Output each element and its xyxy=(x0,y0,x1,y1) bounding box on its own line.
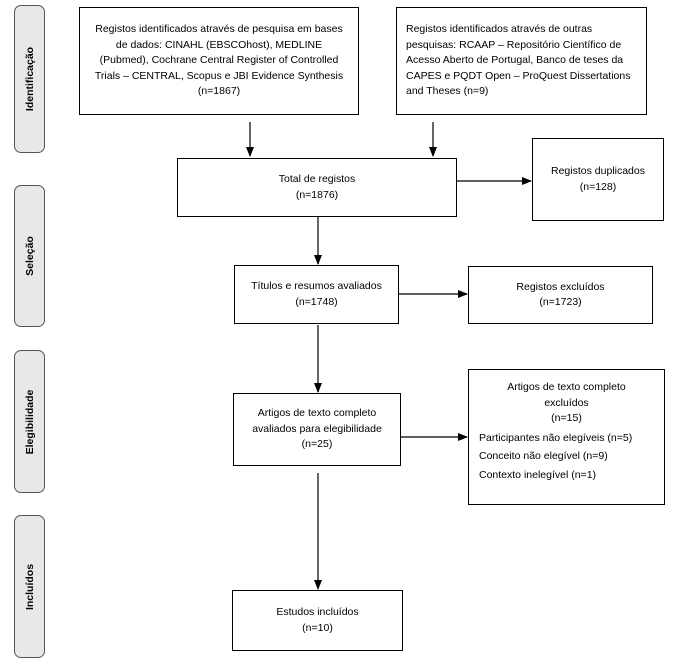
exclusion-reason: Contexto inelegível (n=1) xyxy=(479,468,597,481)
duplicates-box: Registos duplicados (n=128) xyxy=(532,138,664,221)
stage-included: Incluídos xyxy=(14,515,45,658)
excluded-box: Registos excluídos (n=1723) xyxy=(468,266,653,324)
stage-eligibility: Elegibilidade xyxy=(14,350,45,493)
databases-line-3: (Pubmed), Cochrane Central Register of C… xyxy=(99,54,339,67)
screened-title: Títulos e resumos avaliados xyxy=(251,280,382,292)
exclusion-reason: Conceito não elegível (n=9) xyxy=(479,450,608,462)
exclusion-reason: Participantes não elegíveis (n=5) xyxy=(479,431,633,444)
fulltext-title-1: Artigos de texto completo xyxy=(257,407,377,420)
fulltext-excluded-title-2: excluídos xyxy=(544,396,589,409)
total-box: Total de registos (n=1876) xyxy=(177,158,457,217)
other-sources-box: Registos identificados através de outras… xyxy=(396,7,647,115)
databases-line-2: de dados: CINAHL (EBSCOhost), MEDLINE xyxy=(115,38,323,51)
fulltext-excluded-box: Artigos de texto completo excluídos (n=1… xyxy=(468,369,665,505)
fulltext-count: (n=25) xyxy=(301,438,333,451)
stage-identification: Identificação xyxy=(14,5,45,153)
fulltext-title-2: avaliados para elegibilidade xyxy=(252,422,382,435)
duplicates-title: Registos duplicados xyxy=(551,165,645,177)
included-box: Estudos incluídos (n=10) xyxy=(232,590,403,651)
databases-count: (n=1867) xyxy=(197,85,241,98)
included-count: (n=10) xyxy=(302,621,333,634)
fulltext-excluded-count: (n=15) xyxy=(551,412,582,424)
total-count: (n=1876) xyxy=(295,188,339,201)
total-title: Total de registos xyxy=(278,173,356,185)
excluded-count: (n=1723) xyxy=(539,296,582,308)
fulltext-excluded-title-1: Artigos de texto completo xyxy=(507,381,626,393)
other-sources-line-3: Acesso Aberto de Portugal, Banco de tese… xyxy=(406,54,624,66)
duplicates-count: (n=128) xyxy=(579,180,617,193)
other-sources-line-4: CAPES e PQDT Open – ProQuest Dissertatio… xyxy=(406,69,631,82)
databases-line-1: Registos identificados através de pesqui… xyxy=(95,23,343,36)
databases-line-4: Trials – CENTRAL, Scopus e JBI Evidence … xyxy=(94,69,344,82)
databases-box: Registos identificados através de pesqui… xyxy=(79,7,359,115)
screened-box: Títulos e resumos avaliados (n=1748) xyxy=(234,265,399,324)
fulltext-box: Artigos de texto completo avaliados para… xyxy=(233,393,401,466)
screened-count: (n=1748) xyxy=(295,295,338,308)
other-sources-line-5: and Theses (n=9) xyxy=(406,85,489,97)
excluded-title: Registos excluídos xyxy=(516,280,605,293)
other-sources-line-1: Registos identificados através de outras xyxy=(406,23,593,35)
stage-screening: Seleção xyxy=(14,185,45,327)
other-sources-line-2: pesquisas: RCAAP – Repositório Científic… xyxy=(406,38,622,51)
included-title: Estudos incluídos xyxy=(276,606,359,618)
